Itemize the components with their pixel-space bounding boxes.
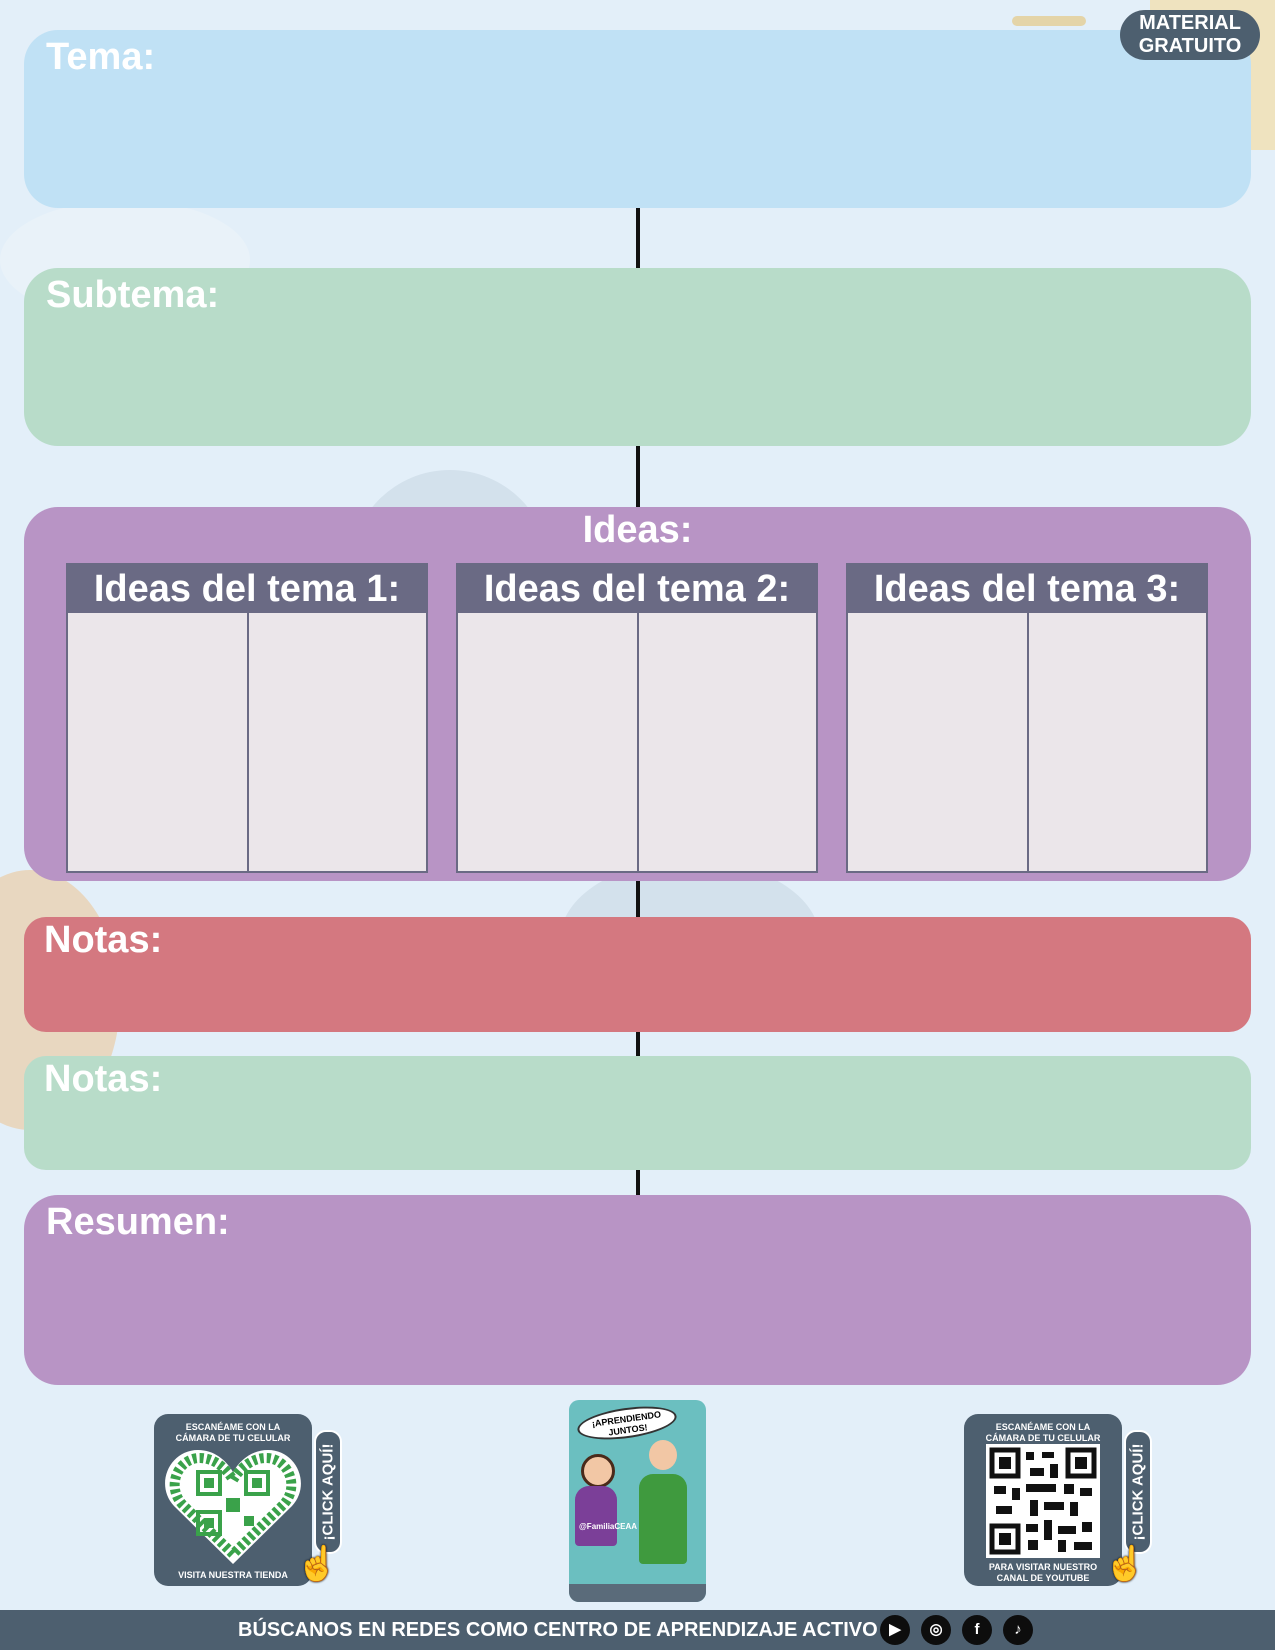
teacher-avatar-left — [581, 1454, 615, 1488]
teacher-avatar-right — [649, 1440, 677, 1470]
footer-text: BÚSCANOS EN REDES COMO CENTRO DE APRENDI… — [238, 1619, 878, 1641]
instagram-icon[interactable]: ◎ — [921, 1615, 951, 1645]
teacher-body-right — [639, 1474, 687, 1564]
subtema-label: Subtema: — [46, 274, 220, 316]
ideas-column-2-body[interactable] — [456, 613, 818, 873]
ideas-label: Ideas: — [582, 509, 693, 551]
promo-handle: @FamiliaCEAA — [579, 1522, 638, 1531]
badge-line-2: GRATUITO — [1138, 35, 1242, 57]
promo-nav-bar — [569, 1584, 706, 1602]
notas-label-2: Notas: — [44, 1058, 163, 1100]
qr-code-icon — [986, 1444, 1100, 1558]
tema-box[interactable]: Tema: — [24, 30, 1251, 208]
connector-line — [636, 880, 640, 920]
ideas-column-1: Ideas del tema 1: — [66, 563, 428, 873]
promo-bubble: ¡APRENDIENDO JUNTOS! — [575, 1401, 679, 1445]
heart-qr-code-icon — [165, 1450, 301, 1564]
ideas-column-1-header: Ideas del tema 1: — [66, 563, 428, 613]
resumen-label: Resumen: — [46, 1201, 230, 1243]
store-qr-card[interactable]: ESCANÉAME CON LA CÁMARA DE TU CELULAR VI… — [154, 1414, 312, 1586]
pointer-hand-icon: ☝ — [1104, 1545, 1147, 1583]
connector-line — [636, 1170, 640, 1196]
tiktok-icon[interactable]: ♪ — [1003, 1615, 1033, 1645]
ideas-column-2: Ideas del tema 2: — [456, 563, 818, 873]
column-divider — [637, 613, 639, 871]
badge-line-1: MATERIAL — [1139, 12, 1241, 34]
connector-line — [636, 444, 640, 508]
footer-bar: BÚSCANOS EN REDES COMO CENTRO DE APRENDI… — [0, 1610, 1275, 1650]
click-here-label-right: ¡CLICK AQUÍ! — [1129, 1443, 1147, 1541]
column-divider — [247, 613, 249, 871]
youtube-qr-card[interactable]: ESCANÉAME CON LA CÁMARA DE TU CELULAR PA… — [964, 1414, 1122, 1586]
tema-label: Tema: — [46, 36, 156, 78]
store-qr-caption-top: ESCANÉAME CON LA CÁMARA DE TU CELULAR — [175, 1422, 291, 1443]
click-here-tab-right[interactable]: ¡CLICK AQUÍ! — [1124, 1430, 1152, 1554]
click-here-label-left: ¡CLICK AQUÍ! — [319, 1443, 337, 1541]
youtube-qr-caption-bottom: PARA VISITAR NUESTRO CANAL DE YOUTUBE — [988, 1562, 1098, 1583]
column-divider — [1027, 613, 1029, 871]
pointer-hand-icon: ☝ — [296, 1545, 339, 1583]
facebook-icon[interactable]: f — [962, 1615, 992, 1645]
youtube-qr-caption-top: ESCANÉAME CON LA CÁMARA DE TU CELULAR — [985, 1422, 1101, 1443]
ideas-column-3-body[interactable] — [846, 613, 1208, 873]
teacher-body-left — [575, 1486, 617, 1546]
ideas-column-3-header: Ideas del tema 3: — [846, 563, 1208, 613]
notas-box-2[interactable]: Notas: — [24, 1056, 1251, 1170]
ideas-column-2-header: Ideas del tema 2: — [456, 563, 818, 613]
subtema-box[interactable]: Subtema: — [24, 268, 1251, 446]
click-here-tab-left[interactable]: ¡CLICK AQUÍ! — [314, 1430, 342, 1554]
connector-line — [636, 206, 640, 268]
ideas-column-1-body[interactable] — [66, 613, 428, 873]
youtube-icon[interactable]: ▶ — [880, 1615, 910, 1645]
resumen-box[interactable]: Resumen: — [24, 1195, 1251, 1385]
notas-label-1: Notas: — [44, 919, 163, 961]
notas-box-1[interactable]: Notas: — [24, 917, 1251, 1032]
promo-card[interactable]: ¡APRENDIENDO JUNTOS! @FamiliaCEAA — [569, 1400, 706, 1602]
ideas-box: Ideas: Ideas del tema 1: Ideas del tema … — [24, 507, 1251, 881]
connector-line — [636, 1032, 640, 1056]
decorative-bar — [1012, 16, 1086, 26]
ideas-column-3: Ideas del tema 3: — [846, 563, 1208, 873]
store-qr-caption-bottom: VISITA NUESTRA TIENDA — [178, 1570, 288, 1580]
free-material-badge: MATERIAL GRATUITO — [1120, 10, 1260, 60]
